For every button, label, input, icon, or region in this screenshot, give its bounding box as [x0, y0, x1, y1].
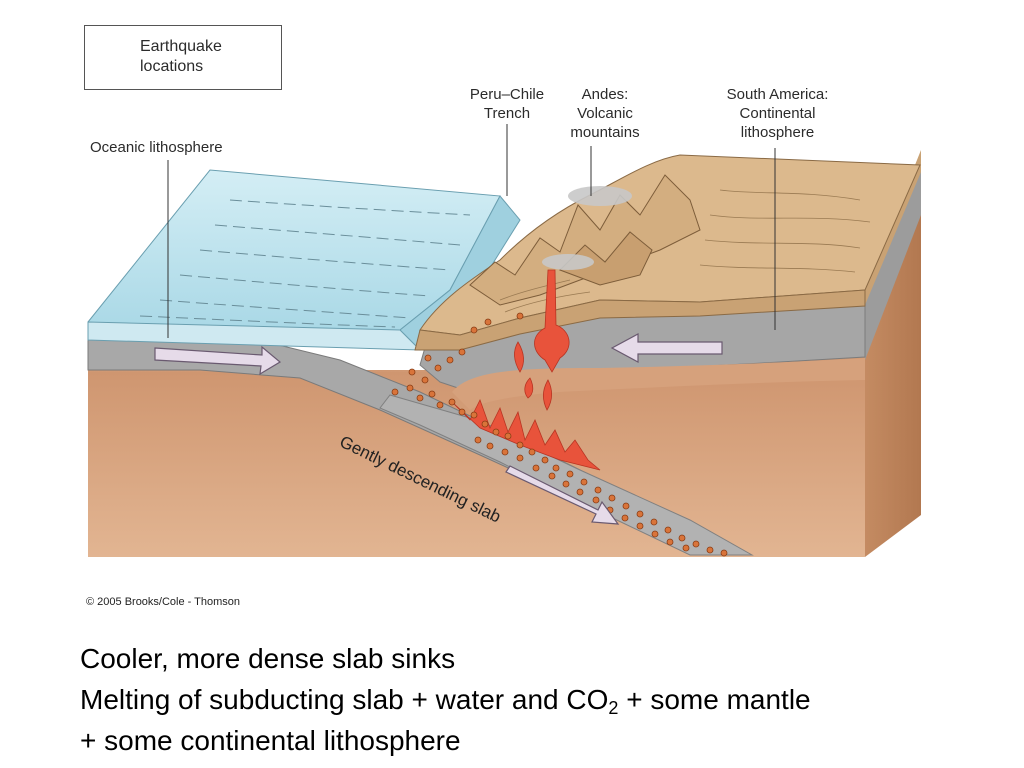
- caption-line-3: + some continental lithosphere: [80, 725, 461, 756]
- magma: [449, 269, 601, 471]
- volcanic-plume: [568, 186, 632, 206]
- andes-mountains: [469, 174, 701, 306]
- caption-line-2: Melting of subducting slab + water and C…: [80, 682, 811, 718]
- label-continent: South America: Continental lithosphere: [726, 86, 829, 141]
- subduction-diagram: [87, 42, 921, 557]
- crust-texture: [499, 189, 871, 313]
- earthquake-dots: [391, 312, 728, 557]
- label-trench: Peru–Chile Trench: [469, 86, 545, 122]
- caption-subscript: 2: [608, 698, 619, 718]
- arrow-descending-slab: [505, 465, 620, 525]
- block-side-face: [865, 172, 921, 557]
- plate-motion-arrows: [154, 332, 723, 525]
- volcanic-plume: [542, 254, 594, 270]
- side-lithosphere-band: [865, 160, 921, 360]
- label-oceanic-lithosphere: Oceanic lithosphere: [90, 139, 223, 156]
- arrow-continental-plate: [610, 332, 723, 364]
- caption-line-2-b: + some mantle: [618, 684, 811, 715]
- label-andes: Andes: Volcanic mountains: [570, 86, 640, 141]
- caption-line-2-a: Melting of subducting slab + water and C…: [80, 684, 609, 715]
- mantle-wedge: [452, 358, 865, 410]
- copyright: © 2005 Brooks/Cole - Thomson: [86, 596, 241, 608]
- seafloor-texture: [139, 199, 471, 328]
- legend-label: Earthquake locations: [140, 38, 222, 75]
- leader-lines: [167, 124, 776, 338]
- caption-line-1: Cooler, more dense slab sinks: [80, 643, 456, 674]
- arrow-oceanic-plate: [154, 345, 282, 376]
- legend: Earthquake locations: [84, 25, 282, 90]
